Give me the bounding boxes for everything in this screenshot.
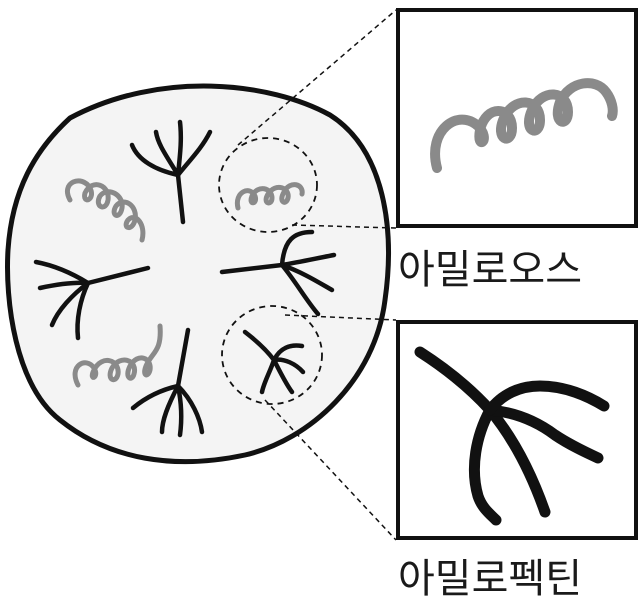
amylopectin-zoom-branch <box>414 346 610 526</box>
amylopectin-zoom-box <box>396 320 638 540</box>
amylose-coil-center <box>234 182 305 211</box>
amylopectin-highlight-circle <box>221 305 323 405</box>
starch-granule <box>5 83 391 465</box>
amylopectin-left <box>33 259 151 341</box>
amylopectin-top <box>129 119 213 225</box>
amylopectin-highlighted <box>242 329 306 395</box>
amylopectin-right <box>219 229 337 317</box>
amylose-zoom-coil <box>430 78 618 173</box>
amylose-coils <box>65 178 305 388</box>
amylose-coil-lower-left <box>72 323 163 388</box>
amylose-zoom-box <box>396 8 638 228</box>
amylose-label: 아밀로오스 <box>398 247 582 293</box>
amylopectin-label: 아밀로펙틴 <box>398 556 582 602</box>
amylopectin-bottom <box>130 327 205 438</box>
zoom-guides-top <box>237 9 397 229</box>
amylose-highlight-circle <box>218 137 318 233</box>
amylose-coil-upper-left <box>65 178 146 243</box>
amylopectin-branches <box>33 119 337 438</box>
